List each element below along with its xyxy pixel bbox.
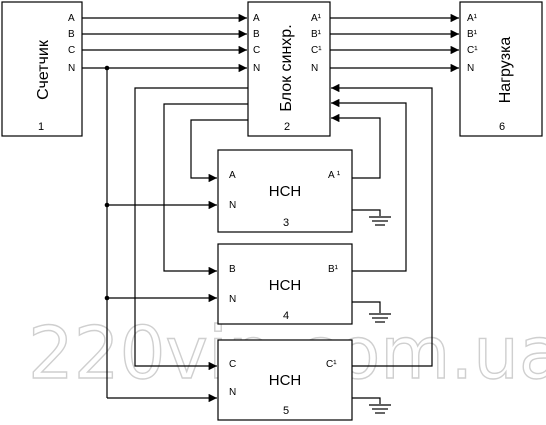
nsn-3-title: НСН <box>269 183 302 200</box>
load-pin-b1: B¹ <box>467 29 478 40</box>
load-title: Нагрузка <box>497 37 514 104</box>
nsn-to-sync-returns <box>331 83 433 367</box>
nsn-3-number: 3 <box>283 217 289 229</box>
nsn-3-n: N <box>229 200 236 211</box>
meter-block: Счетчик 1 A B C N <box>1 1 83 137</box>
nsn-5-n: N <box>229 387 236 398</box>
nsn-3-in: A <box>229 170 236 181</box>
sync-number: 2 <box>284 121 290 133</box>
sync-in-a: A <box>253 13 260 24</box>
neutral-bus <box>104 65 217 403</box>
load-pin-a1: A¹ <box>467 13 478 24</box>
nsn-4-title: НСН <box>269 277 302 294</box>
ground-icon <box>352 301 391 323</box>
meter-pin-b: B <box>68 29 75 40</box>
nsn-5-in: C <box>229 359 236 370</box>
sync-title: Блок синхр. <box>278 24 295 111</box>
meter-pin-n: N <box>68 63 75 74</box>
load-number: 6 <box>499 121 505 133</box>
nsn-4-n: N <box>229 294 236 305</box>
sync-in-b: B <box>253 29 260 40</box>
sync-in-n: N <box>253 63 260 74</box>
meter-pin-c: C <box>68 45 75 56</box>
meter-pin-a: A <box>68 13 75 24</box>
nsn-4-out: B¹ <box>328 264 339 275</box>
sync-out-c1: C¹ <box>311 45 322 56</box>
sync-to-nsn-feeds <box>134 87 248 371</box>
meter-number: 1 <box>38 121 44 133</box>
nsn-5-out: C¹ <box>326 359 337 370</box>
load-block: Нагрузка 6 A¹ B¹ C¹ N <box>459 1 543 137</box>
sync-out-b1: B¹ <box>311 29 322 40</box>
sync-out-n: N <box>311 63 318 74</box>
sync-out-a1: A¹ <box>311 13 322 24</box>
nsn-4-number: 4 <box>283 310 289 322</box>
nsn-block-5: НСН 5 C N C¹ <box>217 339 353 421</box>
sync-block: Блок синхр. 2 A B C N A¹ B¹ C¹ N <box>247 1 331 137</box>
ground-icon <box>352 397 391 414</box>
meter-title: Счетчик <box>35 39 52 100</box>
nsn-block-3: НСН 3 A N A ¹ <box>217 149 353 233</box>
nsn-5-number: 5 <box>283 405 289 417</box>
load-pin-c1: C¹ <box>467 45 478 56</box>
nsn-3-out: A ¹ <box>328 170 341 181</box>
sync-in-c: C <box>253 45 260 56</box>
nsn-5-title: НСН <box>269 372 302 389</box>
sync-to-load-wires <box>330 13 459 73</box>
nsn-block-4: НСН 4 B N B¹ <box>217 243 353 325</box>
load-pin-n: N <box>467 63 474 74</box>
meter-to-sync-wires <box>82 13 247 73</box>
nsn-4-in: B <box>229 264 236 275</box>
ground-icon <box>352 209 391 226</box>
